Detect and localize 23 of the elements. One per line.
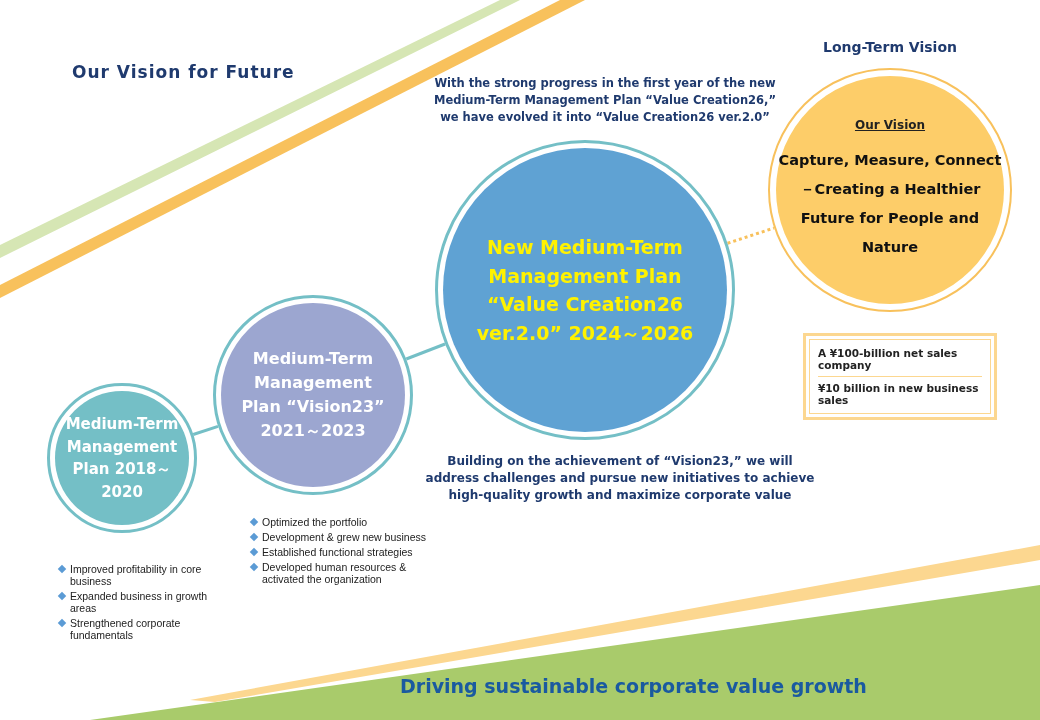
- slogan-text: Driving sustainable corporate value growth: [400, 678, 868, 695]
- vision-statement: Capture, Measure, Connect －Creating a Healthier Future for People and Nature: [777, 151, 1003, 257]
- bullet-item: Optimized the portfolio: [250, 516, 450, 528]
- bullet-item: Strengthened corporate fundamentals: [58, 617, 208, 641]
- target-box: [803, 333, 997, 420]
- target-text: ¥10 billion in new business sales: [818, 381, 980, 408]
- bullet-item: Established functional strategies: [250, 546, 450, 558]
- bullet-item: Development & grew new business: [250, 531, 450, 543]
- plan-title: Medium-Term Management Plan “Vision23” 2021～2023: [240, 348, 386, 442]
- connector-line: [192, 424, 219, 436]
- description-text: Building on the achievement of “Vision23,” we will address challenges and pursue new initiatives to achieve high-quality growth and maximize corporate value: [424, 453, 816, 504]
- target-text: A ¥100-billion net sales company: [818, 342, 982, 377]
- plan-title: Medium-Term Management Plan 2018～2020: [64, 414, 180, 503]
- bullet-item: Improved profitability in core business: [58, 563, 208, 587]
- plan-title: New Medium-Term Management Plan “Value Creation26 ver.2.0” 2024～2026: [475, 235, 695, 346]
- bullet-item: Expanded business in growth areas: [58, 590, 208, 614]
- vision-heading: Long-Term Vision: [822, 38, 958, 57]
- connector-line: [405, 342, 446, 361]
- connector-line: [727, 226, 775, 245]
- description-text: With the strong progress in the first year of the new Medium-Term Management Plan “Value Creation26,” we have evolved it into “Value Creation26 ver.2.0”: [432, 75, 778, 126]
- bullet-item: Developed human resources & activated the organization: [250, 561, 450, 585]
- vision-subheading: Our Vision: [854, 118, 926, 132]
- page-title: Our Vision for Future: [72, 62, 295, 82]
